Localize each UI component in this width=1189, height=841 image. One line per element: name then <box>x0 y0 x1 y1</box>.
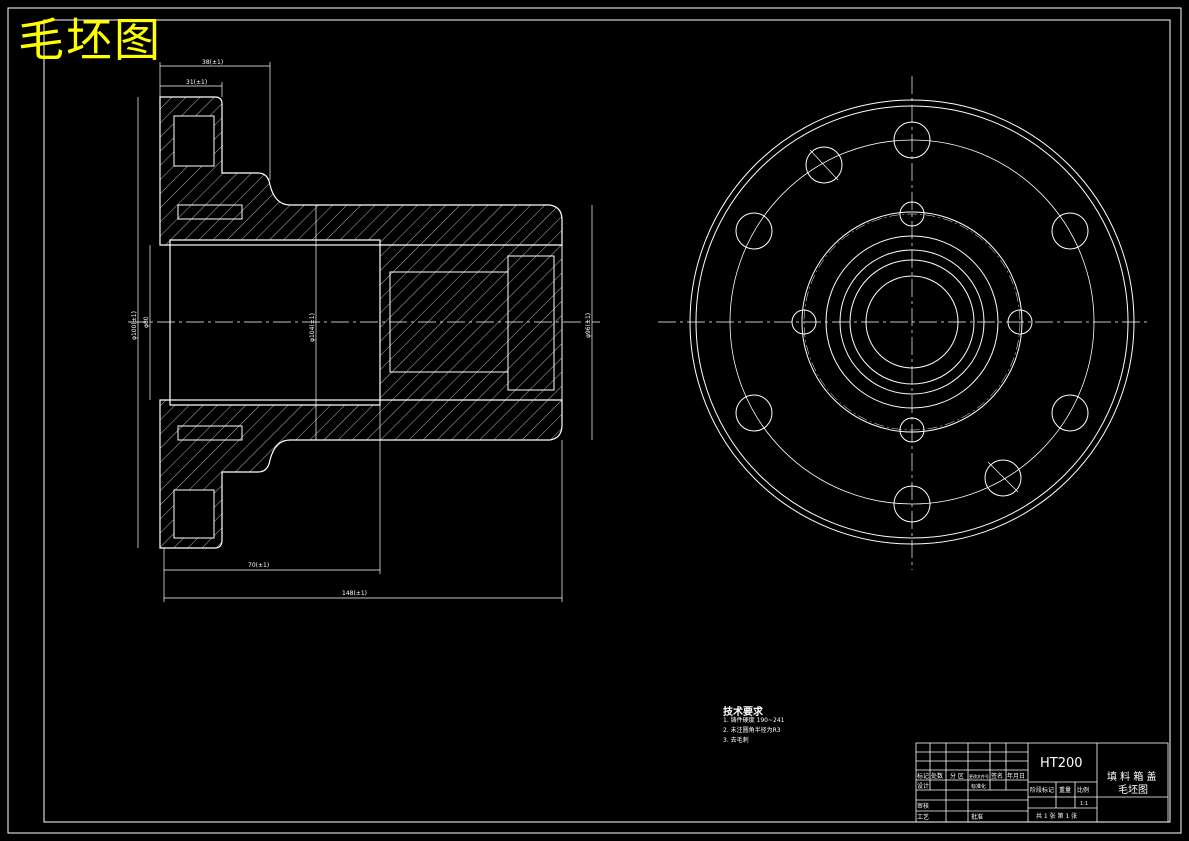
step-top <box>177 204 243 220</box>
header-date: 年月日 <box>1007 772 1025 780</box>
part-name: 填 料 箱 盖 <box>1107 770 1157 783</box>
row-review: 审核 <box>917 802 929 810</box>
flange-hole-bottom <box>173 489 215 539</box>
scale-value: 1:1 <box>1080 801 1088 807</box>
dim-length-total: 148(±1) <box>342 590 367 597</box>
sheet-count: 共 1 张 第 1 张 <box>1036 812 1077 820</box>
section-upper <box>159 96 563 246</box>
section-lower <box>159 399 563 549</box>
row-approve: 批准 <box>971 813 983 821</box>
end-view <box>658 76 1150 570</box>
section-middle <box>379 244 563 401</box>
dim-body-dia: φ96(±1) <box>585 313 592 338</box>
row-stage: 阶段标记 <box>1030 786 1054 794</box>
bore-cavity <box>169 244 381 401</box>
material: HT200 <box>1040 756 1083 771</box>
dim-top-width: 38(±1) <box>202 59 223 66</box>
tech-req-list: 1. 铸件硬度 190~241 2. 未注圆角半径为R3 3. 去毛刺 <box>723 716 784 746</box>
drawing-title: 毛坯图 <box>18 13 162 67</box>
header-change-doc: 更改文件号 <box>969 773 989 779</box>
row-weight: 重量 <box>1059 786 1071 794</box>
dim-flange-thickness: 31(±1) <box>186 79 207 86</box>
tech-req-item: 2. 未注圆角半径为R3 <box>723 727 781 734</box>
header-zone: 分 区 <box>950 772 964 780</box>
tech-req-item: 1. 铸件硬度 190~241 <box>723 717 785 724</box>
row-process: 工艺 <box>917 813 929 821</box>
dim-bore-dia: φ100(±1) <box>131 311 138 340</box>
row-ratio: 比例 <box>1077 786 1089 794</box>
row-design: 设计 <box>917 782 929 790</box>
header-mark: 标记 <box>917 772 929 780</box>
recess-2 <box>507 255 555 391</box>
tech-req-item: 3. 去毛刺 <box>723 737 749 744</box>
section-view: 38(±1) 31(±1) φ100(±1) φ80 φ104(±1) φ96(… <box>128 59 600 602</box>
dim-bore-inner: φ80 <box>143 316 150 328</box>
header-count: 处数 <box>931 772 943 780</box>
inner-frame <box>43 19 1171 823</box>
title-block <box>915 742 1169 823</box>
dim-length-a: 70(±1) <box>248 562 269 569</box>
row-standard: 标准化 <box>971 783 986 790</box>
header-signature: 签名 <box>991 772 1003 780</box>
outer-frame <box>7 7 1182 834</box>
tech-req-title: 技术要求 <box>723 707 763 718</box>
drawing-type: 毛坯图 <box>1118 784 1148 796</box>
flange-hole-top <box>173 115 215 167</box>
dim-mid-dia: φ104(±1) <box>309 313 316 342</box>
step-bottom <box>177 425 243 441</box>
